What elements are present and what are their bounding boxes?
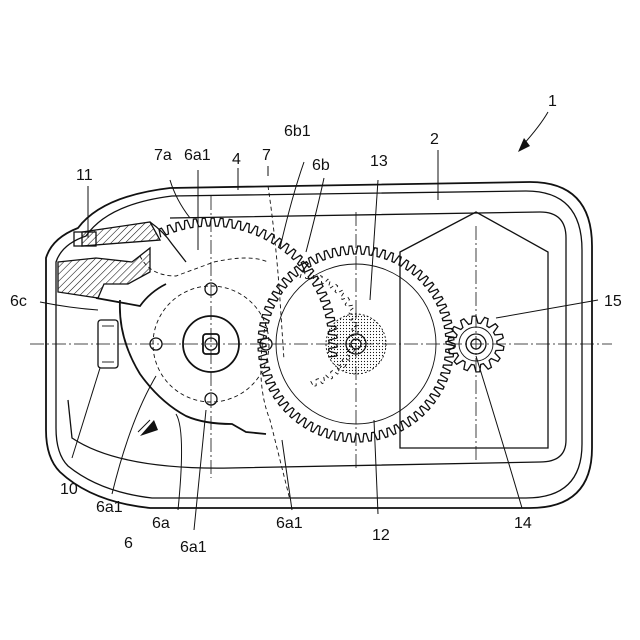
sector-gear-6b (159, 218, 337, 357)
arrow-head-1 (518, 138, 530, 152)
label-13: 13 (370, 153, 388, 170)
label-14: 14 (514, 515, 532, 532)
label-6a1-top: 6a1 (184, 147, 211, 164)
label-7a: 7a (154, 147, 172, 164)
label-4: 4 (232, 151, 241, 168)
label-6a1-right: 6a1 (276, 515, 303, 532)
label-6a1-left: 6a1 (96, 499, 123, 516)
sector-lever-6 (96, 283, 272, 434)
pinion-13 (326, 314, 386, 374)
label-1: 1 (548, 93, 557, 110)
leader-lines (40, 112, 598, 530)
label-6: 6 (124, 535, 133, 552)
label-6a1-bottom: 6a1 (180, 539, 207, 556)
label-10: 10 (60, 481, 78, 498)
label-11: 11 (76, 167, 93, 184)
label-6c: 6c (10, 293, 27, 310)
label-12: 12 (372, 527, 390, 544)
label-6b1: 6b1 (284, 123, 311, 140)
label-2: 2 (430, 131, 439, 148)
label-6b: 6b (312, 157, 330, 174)
stopper-part-7 (58, 186, 290, 500)
reference-labels: 1 2 6a1 4 7a 7 6b1 6b 13 11 6c 15 10 6a1… (10, 93, 622, 556)
label-15: 15 (604, 293, 622, 310)
label-6a: 6a (152, 515, 170, 532)
label-7: 7 (262, 147, 271, 164)
